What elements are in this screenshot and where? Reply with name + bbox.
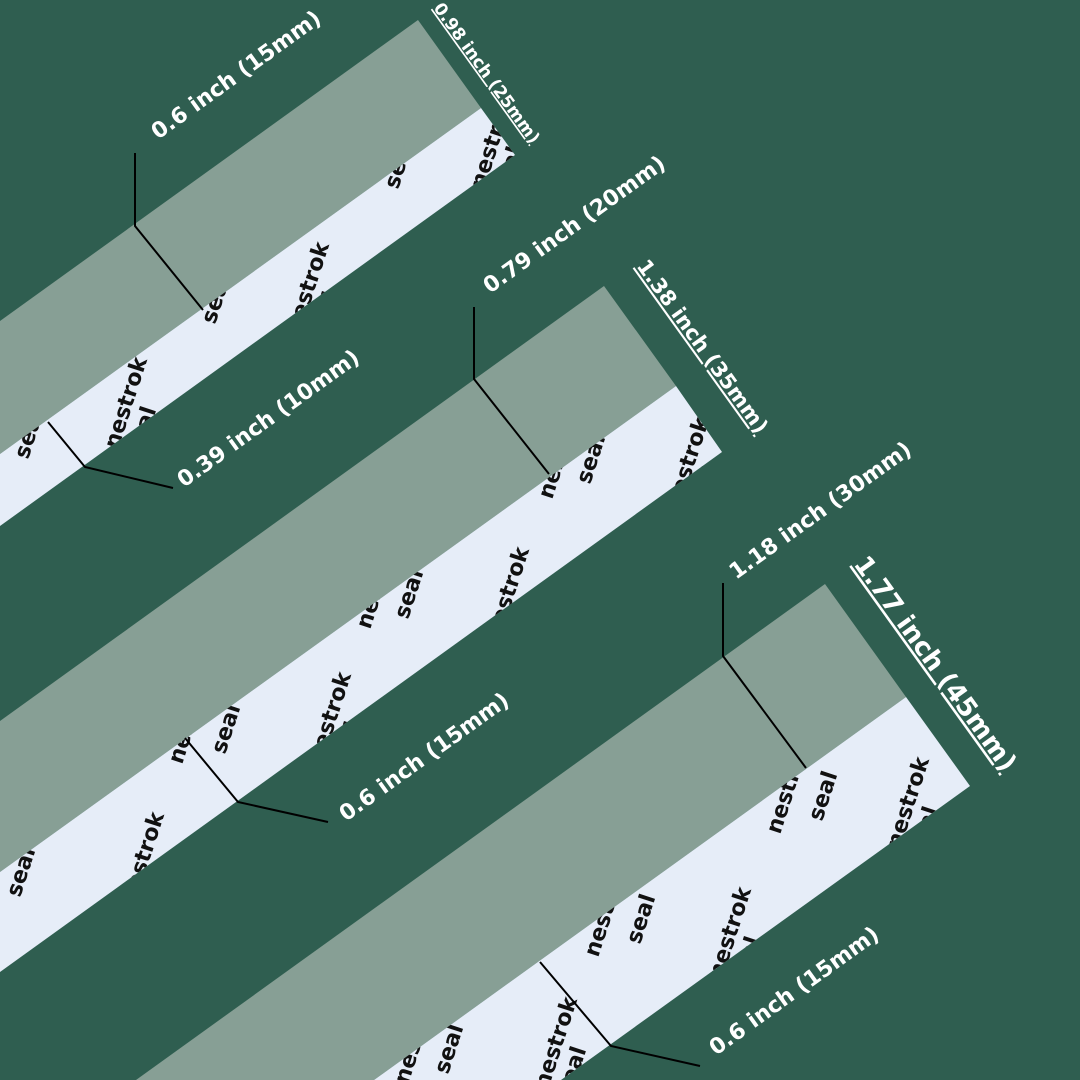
strip-3-foam-label: 1.18 inch (30mm) — [725, 437, 917, 585]
strip-1-foam-callout — [134, 153, 204, 311]
strip-2-liner-callout — [184, 737, 329, 823]
strip-3-liner — [374, 697, 970, 1080]
strip-3-foam-callout — [722, 583, 807, 769]
strip-2-foam-callout — [473, 307, 550, 475]
strip-1-liner-callout — [47, 421, 174, 489]
strip-1-foam — [0, 20, 481, 454]
strip-3-foam — [136, 584, 906, 1080]
strip-1 — [0, 20, 515, 526]
strip-1-liner — [0, 108, 515, 526]
strip-3 — [136, 584, 970, 1080]
strip-2-liner — [0, 386, 722, 972]
strip-2 — [0, 286, 722, 972]
callout-lines — [47, 153, 807, 1067]
strip-3-liner-callout — [539, 961, 701, 1067]
strip-2-foam — [0, 286, 676, 872]
